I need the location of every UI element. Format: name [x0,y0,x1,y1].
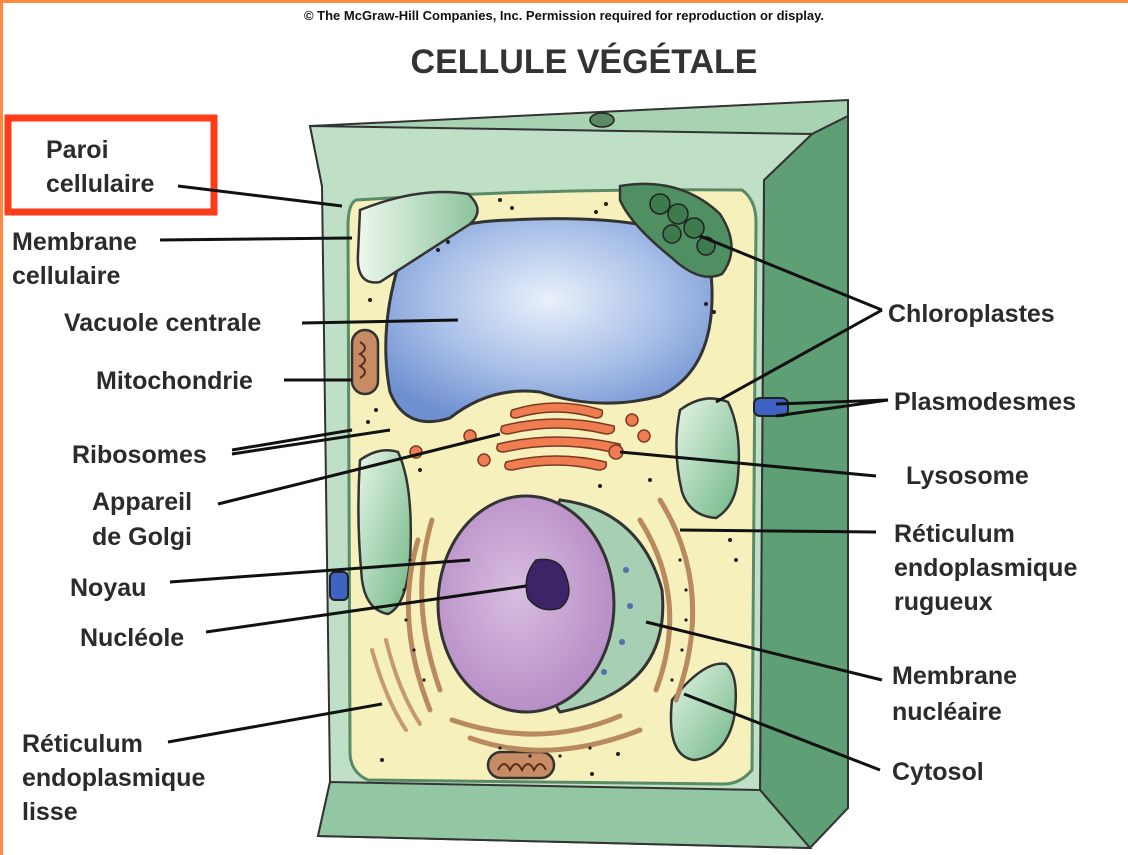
label-membrane-line2: cellulaire [12,262,120,290]
label-lysosome: Lysosome [906,462,1029,490]
label-rer-line3: rugueux [894,588,993,616]
label-paroi-line2: cellulaire [46,170,154,198]
label-rel-line2: endoplasmique [22,764,205,792]
label-golgi-line2: de Golgi [92,523,192,551]
label-chloroplastes: Chloroplastes [888,300,1055,328]
label-membrane-nucl-line2: nucléaire [892,698,1002,726]
label-paroi-line1: Paroi [46,136,109,164]
label-golgi-line1: Appareil [92,488,192,516]
diagram-title: CELLULE VÉGÉTALE [411,43,758,81]
label-vacuole: Vacuole centrale [64,309,261,337]
plasmodesma-right [754,398,788,416]
label-plasmodesmes: Plasmodesmes [894,388,1076,416]
label-ribosomes: Ribosomes [72,441,207,469]
mitochondrion-bottom [488,752,554,778]
mitochondrion-left [352,330,378,394]
label-membrane-nucl-line1: Membrane [892,662,1017,690]
wall-pit [590,113,614,127]
label-mitochondrie: Mitochondrie [96,367,253,395]
label-nucleole: Nucléole [80,624,184,652]
label-rer-line1: Réticulum [894,520,1015,548]
label-cytosol: Cytosol [892,758,984,786]
label-rel-line3: lisse [22,798,78,826]
label-noyau: Noyau [70,574,146,602]
copyright-notice: © The McGraw-Hill Companies, Inc. Permis… [304,8,824,23]
label-rer-line2: endoplasmique [894,554,1077,582]
plasmodesma-left [330,572,348,600]
label-rel-line1: Réticulum [22,730,143,758]
label-membrane-line1: Membrane [12,228,137,256]
